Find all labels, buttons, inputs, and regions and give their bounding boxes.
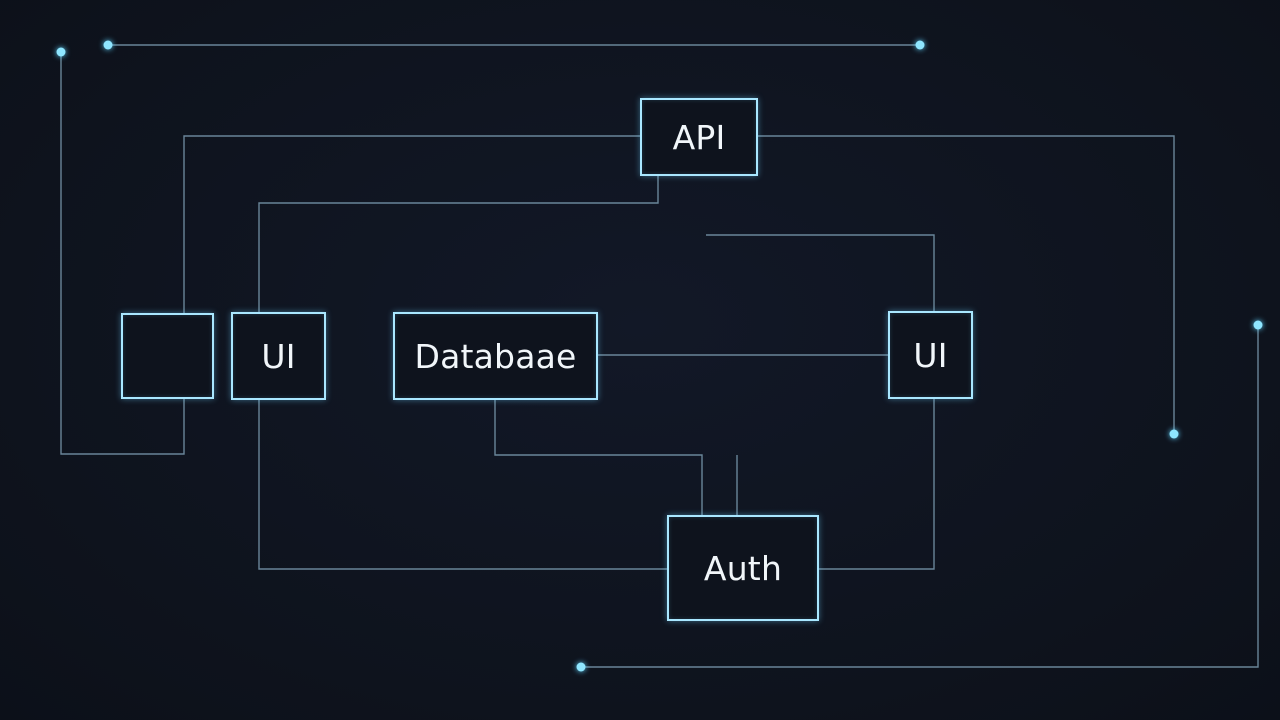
ui-left-node: UI — [231, 312, 326, 400]
endpoint-dot — [915, 40, 925, 50]
endpoint-dot — [103, 40, 113, 50]
stub-to-ui-right-wire — [706, 234, 935, 311]
endpoint-dot — [1253, 320, 1263, 330]
left-loop-wire — [60, 52, 185, 455]
api-right-wire — [758, 135, 1175, 434]
database-to-auth-wire — [494, 400, 703, 515]
bottom-right-wire — [581, 325, 1259, 668]
database-node: Databaae — [393, 312, 598, 400]
blank-node — [121, 313, 214, 399]
ui-right-to-auth-wire — [819, 399, 935, 570]
api-node: API — [640, 98, 758, 176]
endpoint-dot — [1169, 429, 1179, 439]
blank-to-api-wire — [183, 135, 640, 313]
ui-left-to-auth-wire — [258, 400, 667, 570]
auth-node: Auth — [667, 515, 819, 621]
api-to-ui-left-wire — [258, 176, 659, 312]
endpoint-dot — [576, 662, 586, 672]
ui-right-node: UI — [888, 311, 973, 399]
endpoint-dot — [56, 47, 66, 57]
